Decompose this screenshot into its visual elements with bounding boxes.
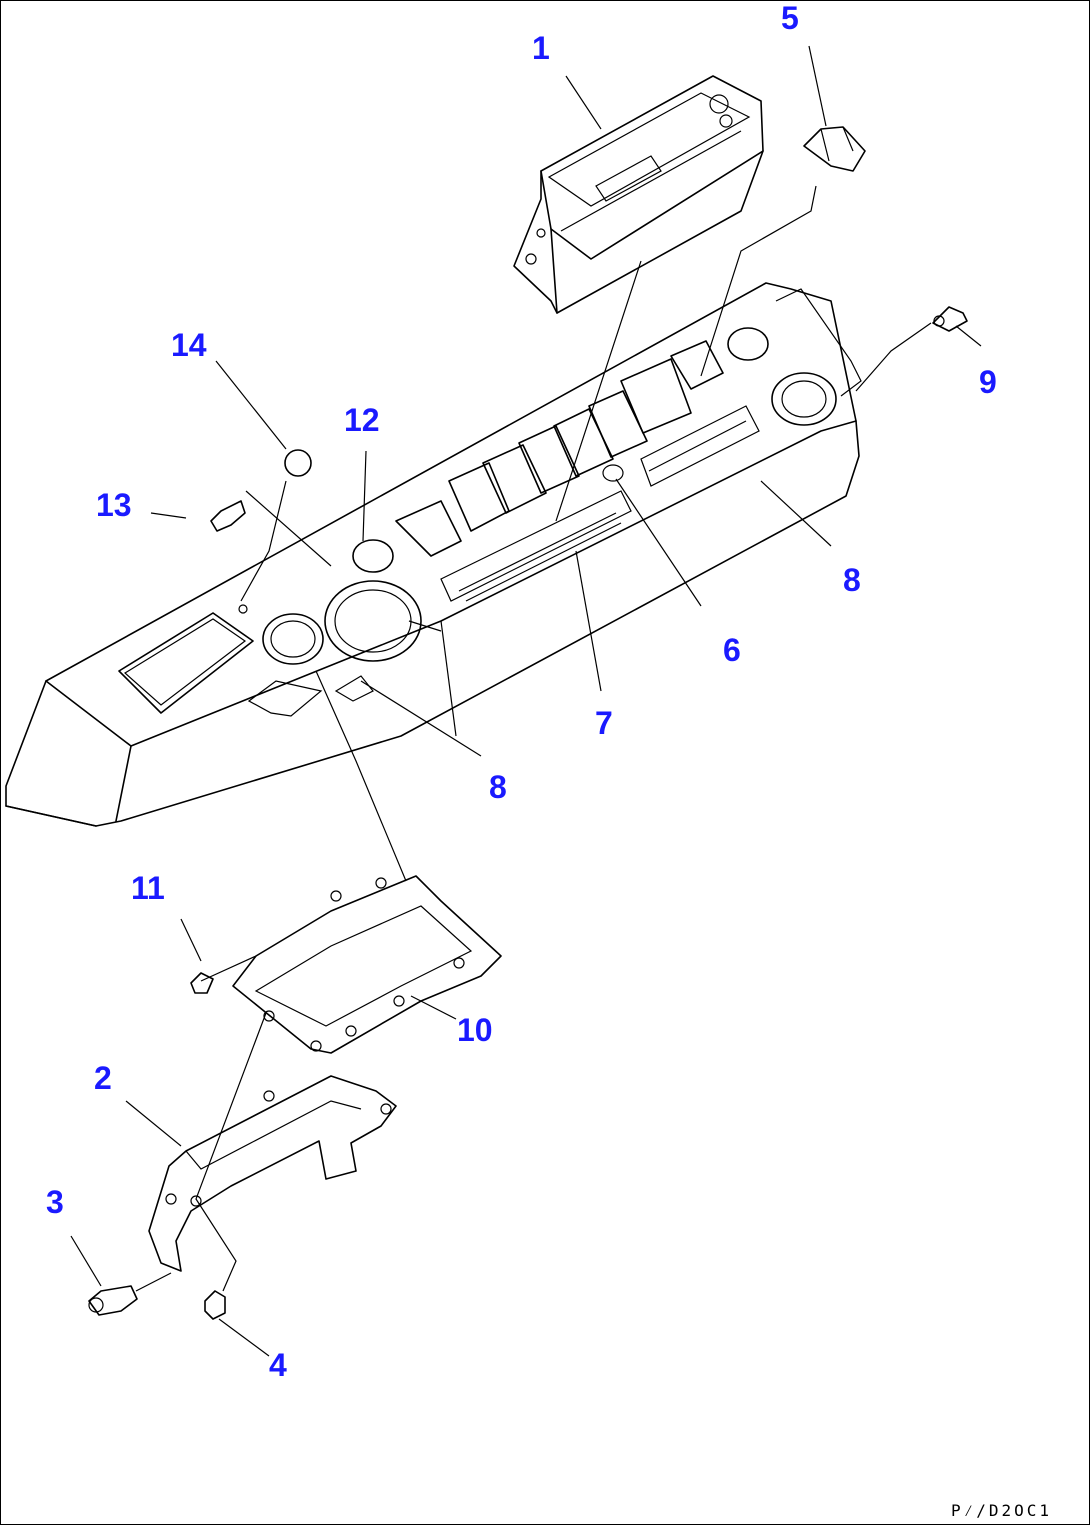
- part-1-monitor-unit: [513, 75, 764, 314]
- callout-9: 9: [979, 364, 997, 400]
- part-5-bracket: [803, 126, 866, 172]
- callout-11: 11: [131, 870, 165, 906]
- leader-lines: [70, 45, 982, 1357]
- callout-8-right: 8: [843, 562, 861, 598]
- callout-14: 14: [171, 327, 207, 363]
- callout-3: 3: [46, 1184, 64, 1220]
- callout-1: 1: [532, 30, 550, 66]
- callout-6: 6: [723, 632, 741, 668]
- part-13-screw: [210, 500, 246, 532]
- part-10-frame: [232, 875, 502, 1054]
- callouts: 1 5 9 14 12 13 8 6 7 8 11 10 2 3 4: [46, 1, 997, 1383]
- callout-4: 4: [269, 1347, 287, 1383]
- console-body: [5, 282, 862, 827]
- part-11-screw: [190, 972, 214, 994]
- callout-5: 5: [781, 1, 799, 36]
- callout-2: 2: [94, 1060, 112, 1096]
- part-3-bolt: [88, 1285, 138, 1316]
- part-14-knob: [284, 449, 312, 477]
- callout-12: 12: [344, 402, 380, 438]
- callout-10: 10: [457, 1012, 493, 1048]
- callout-8-left: 8: [489, 769, 507, 805]
- part-2-bracket-plate: [148, 1075, 397, 1272]
- callout-13: 13: [96, 487, 132, 523]
- drawing-code: P⁄/D2OC1: [951, 1501, 1052, 1520]
- part-9-bolt: [932, 306, 968, 332]
- part-4-nut: [204, 1290, 226, 1320]
- callout-7: 7: [595, 705, 613, 741]
